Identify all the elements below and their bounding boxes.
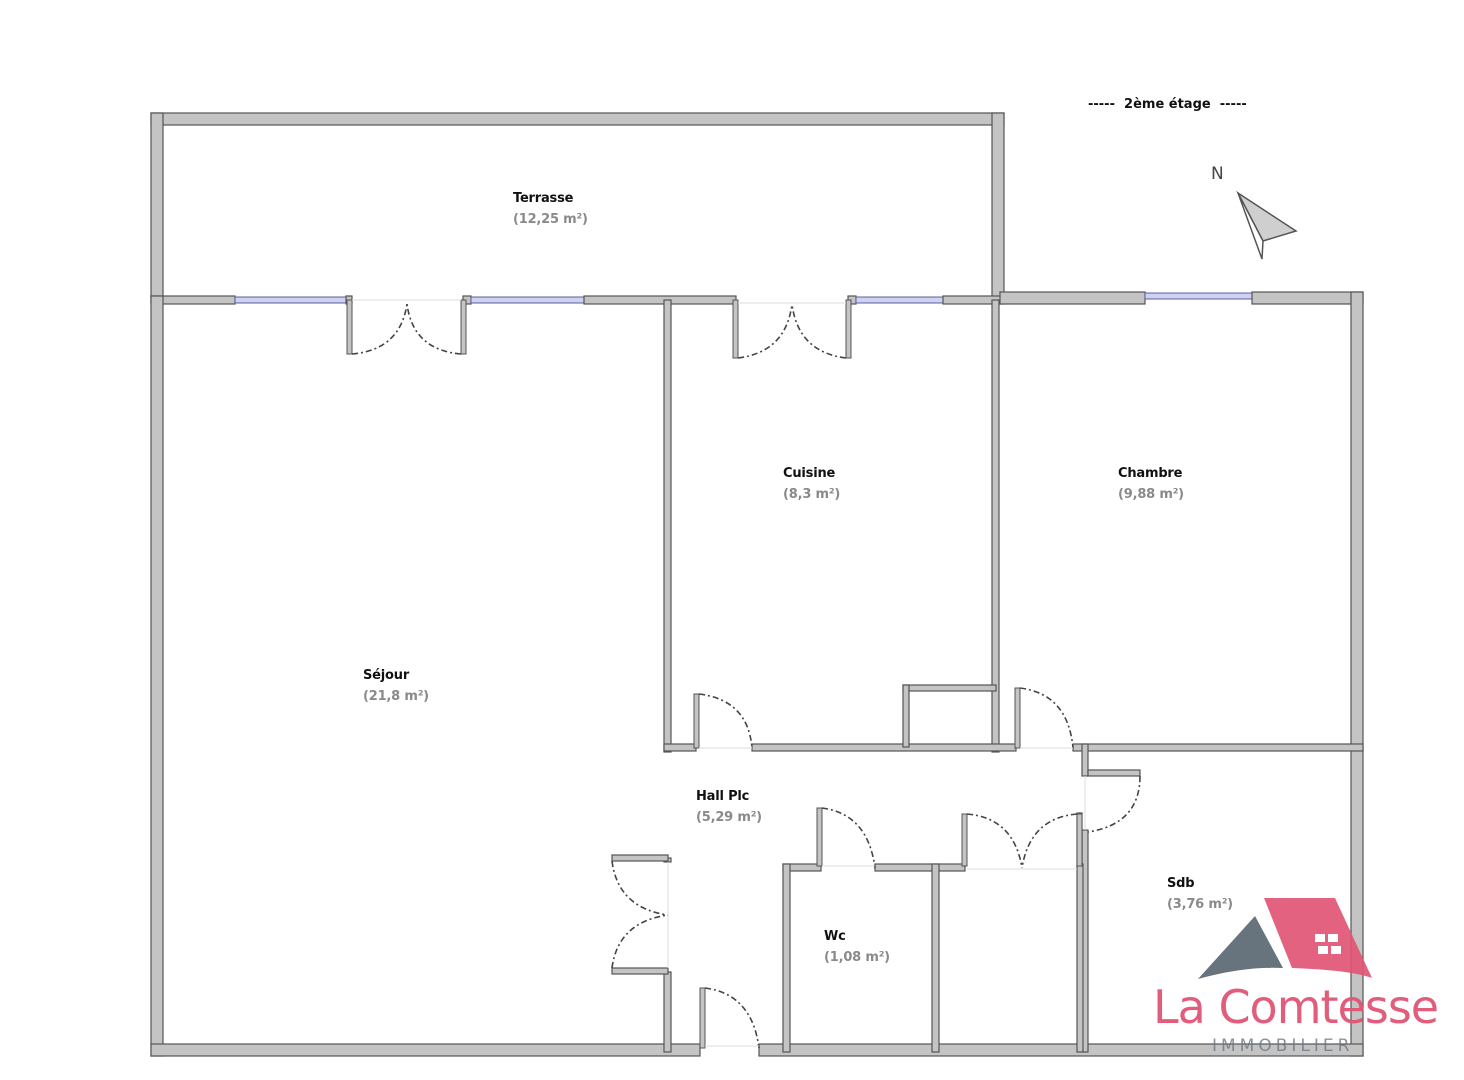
floor-label: ----- 2ème étage ----- bbox=[1088, 97, 1247, 112]
brand-logo: La Comtesse IMMOBILIER bbox=[1150, 896, 1440, 1066]
room-name: Cuisine bbox=[783, 466, 836, 481]
room-name: Chambre bbox=[1118, 466, 1183, 481]
outer-walls bbox=[150, 291, 1364, 1057]
room-sdb: Sdb (3,76 m²) bbox=[1167, 873, 1233, 915]
room-wc: Wc (1,08 m²) bbox=[824, 926, 890, 968]
terrasse-walls bbox=[150, 112, 1005, 304]
room-name: Wc bbox=[824, 929, 846, 944]
room-name: Terrasse bbox=[513, 191, 574, 206]
room-name: Hall Plc bbox=[696, 789, 750, 804]
room-chambre: Chambre (9,88 m²) bbox=[1118, 463, 1184, 505]
room-area: (5,29 m²) bbox=[696, 810, 762, 825]
top-wall bbox=[150, 291, 1364, 305]
house-roof-icon bbox=[1198, 898, 1372, 979]
room-area: (9,88 m²) bbox=[1118, 487, 1184, 502]
door-swings bbox=[351, 303, 1141, 1049]
logo-subtitle: IMMOBILIER bbox=[1212, 1036, 1354, 1056]
room-area: (8,3 m²) bbox=[783, 487, 841, 502]
room-cuisine: Cuisine (8,3 m²) bbox=[783, 463, 840, 505]
door-leaves bbox=[346, 299, 1083, 1049]
room-area: (12,25 m²) bbox=[513, 212, 588, 227]
room-terrasse: Terrasse (12,25 m²) bbox=[513, 188, 588, 230]
room-name: Sdb bbox=[1167, 876, 1195, 891]
north-label: N bbox=[1211, 164, 1224, 184]
room-sejour: Séjour (21,8 m²) bbox=[363, 665, 429, 707]
interior-walls bbox=[611, 299, 1364, 1053]
room-hall: Hall Plc (5,29 m²) bbox=[696, 786, 762, 828]
logo-name: La Comtesse bbox=[1153, 980, 1439, 1034]
north-arrow-icon bbox=[1236, 190, 1298, 260]
room-area: (3,76 m²) bbox=[1167, 897, 1233, 912]
room-area: (21,8 m²) bbox=[363, 689, 429, 704]
room-area: (1,08 m²) bbox=[824, 950, 890, 965]
door-sills bbox=[352, 299, 1086, 1047]
room-name: Séjour bbox=[363, 668, 410, 683]
